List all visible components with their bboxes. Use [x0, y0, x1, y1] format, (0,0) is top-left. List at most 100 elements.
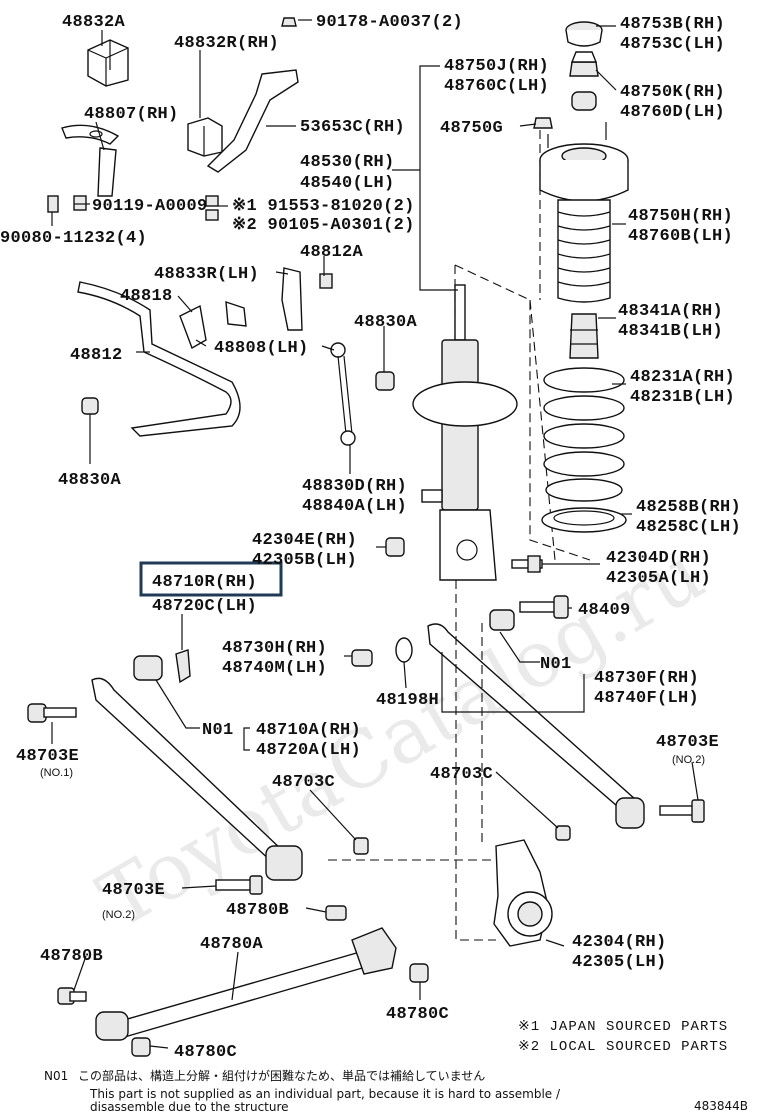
- label-48740M: 48740M(LH): [222, 659, 327, 678]
- washer-48198H: [395, 637, 413, 663]
- label-48830D: 48830D(RH): [302, 477, 407, 496]
- label-48780B-left: 48780B: [40, 947, 103, 966]
- bushing-48730H: [351, 649, 373, 667]
- label-42305: 42305(LH): [572, 953, 667, 972]
- label-48780A: 48780A: [200, 935, 264, 954]
- footer-n01-japanese: この部品は、構造上分解・組付けが困難なため、単品では補給していません: [78, 1068, 485, 1083]
- label-48703E-right: 48703E: [656, 733, 719, 752]
- label-48710R: 48710R(RH): [152, 573, 257, 592]
- label-48258B: 48258B(RH): [636, 498, 741, 517]
- label-48808: 48808(LH): [214, 339, 309, 358]
- label-48703E-mid-sub: (NO.2): [102, 909, 135, 921]
- label-53653C: 53653C(RH): [300, 118, 405, 137]
- label-48780C-mid: 48780C: [386, 1005, 449, 1024]
- label-48703E-right-sub: (NO.2): [672, 754, 705, 766]
- label-48740F: 48740F(LH): [594, 689, 699, 708]
- note-japan-sourced: ※1 JAPAN SOURCED PARTS: [518, 1019, 728, 1035]
- nut-48703C-left: [353, 837, 369, 855]
- label-48703E-left: 48703E: [16, 747, 79, 766]
- strut-bolt-42304D: [511, 555, 543, 573]
- label-48341B: 48341B(LH): [618, 322, 723, 341]
- upper-support: [539, 122, 629, 202]
- label-48703E-left-sub: (NO.1): [40, 767, 73, 779]
- label-48198H: 48198H: [376, 691, 439, 710]
- label-48720C: 48720C(LH): [152, 597, 257, 616]
- label-48832R: 48832R(RH): [174, 34, 279, 53]
- footer-n01-code: N01: [44, 1069, 68, 1083]
- label-42305A: 42305A(LH): [606, 569, 711, 588]
- label-48409: 48409: [578, 601, 631, 620]
- bolt-48780B-left: [57, 987, 87, 1005]
- label-48750G: 48750G: [440, 119, 503, 138]
- footer-n01-english-1: This part is not supplied as an individu…: [89, 1087, 561, 1101]
- label-48540: 48540(LH): [300, 174, 395, 193]
- label-90119-A0009: 90119-A0009: [92, 197, 208, 216]
- shock-absorber: [412, 284, 518, 581]
- label-48818: 48818: [120, 287, 173, 306]
- bushing-48830A-top: [375, 371, 395, 391]
- highlight-box-48710R: [139, 561, 283, 597]
- stabilizer-bar: [77, 281, 241, 437]
- label-42304: 42304(RH): [572, 933, 667, 952]
- axle-carrier: [493, 839, 553, 947]
- label-48730H: 48730H(RH): [222, 639, 327, 658]
- label-48753C: 48753C(LH): [620, 35, 725, 54]
- bolt-48703E-right: [659, 799, 705, 823]
- bushing-48818: [179, 300, 247, 350]
- nut-48780C-mid: [409, 963, 429, 983]
- label-48703C-right: 48703C: [430, 765, 493, 784]
- strut-spacer: [571, 91, 597, 111]
- bushing-48710R: [175, 649, 191, 684]
- label-48832A: 48832A: [62, 13, 126, 32]
- dust-boot: [557, 199, 611, 303]
- nut-90178: [281, 17, 297, 27]
- lateral-arm-48710A: [91, 655, 303, 881]
- bump-stopper: [569, 313, 599, 359]
- bolt-48409: [489, 595, 569, 631]
- bolt-90080: [47, 195, 59, 213]
- label-48830A-left: 48830A: [58, 471, 122, 490]
- label-42304E: 42304E(RH): [252, 531, 357, 550]
- strut-nut: [569, 51, 599, 77]
- bolt-91553: [205, 195, 219, 221]
- lateral-arm-48730F: [427, 623, 645, 829]
- label-48760B: 48760B(LH): [628, 227, 733, 246]
- label-48807: 48807(RH): [84, 105, 179, 124]
- label-48750H: 48750H(RH): [628, 207, 733, 226]
- label-48720A: 48720A(LH): [256, 741, 361, 760]
- stabilizer-link: [330, 342, 356, 446]
- label-N01-right: N01: [540, 655, 572, 674]
- label-48703C-left: 48703C: [272, 773, 335, 792]
- label-48780B-mid: 48780B: [226, 901, 289, 920]
- trailing-arm-48780A: [95, 927, 397, 1041]
- bolt-48703E-mid: [215, 875, 263, 895]
- label-48760D: 48760D(LH): [620, 103, 725, 122]
- label-48730F: 48730F(RH): [594, 669, 699, 688]
- label-48812A: 48812A: [300, 243, 364, 262]
- bracket-53653C: [206, 69, 299, 173]
- strut-top-cap: [565, 21, 603, 47]
- label-48833R: 48833R(LH): [154, 265, 259, 284]
- bracket-48812A: [281, 267, 303, 331]
- label-48258C: 48258C(LH): [636, 518, 741, 537]
- nut-48703C-right: [555, 825, 571, 841]
- footer-n01-english-2: disassemble due to the structure: [90, 1100, 289, 1112]
- bracket-48832A: [61, 39, 129, 197]
- label-48760C: 48760C(LH): [444, 77, 549, 96]
- label-48840A: 48840A(LH): [302, 497, 407, 516]
- label-48812: 48812: [70, 346, 123, 365]
- label-48703E-mid: 48703E: [102, 881, 165, 900]
- label-90178-A0037: 90178-A0037(2): [316, 13, 463, 32]
- label-48231A: 48231A(RH): [630, 368, 735, 387]
- label-48750K: 48750K(RH): [620, 83, 725, 102]
- label-48780C-bot: 48780C: [174, 1043, 237, 1062]
- diagram-id: 483844B: [694, 1099, 748, 1112]
- label-48341A: 48341A(RH): [618, 302, 723, 321]
- label-48750J: 48750J(RH): [444, 57, 549, 76]
- note-local-sourced: ※2 LOCAL SOURCED PARTS: [518, 1039, 728, 1055]
- bracket-48832R: [187, 117, 223, 157]
- label-48530: 48530(RH): [300, 153, 395, 172]
- label-48830A-top: 48830A: [354, 313, 418, 332]
- label-42305B: 42305B(LH): [252, 551, 357, 570]
